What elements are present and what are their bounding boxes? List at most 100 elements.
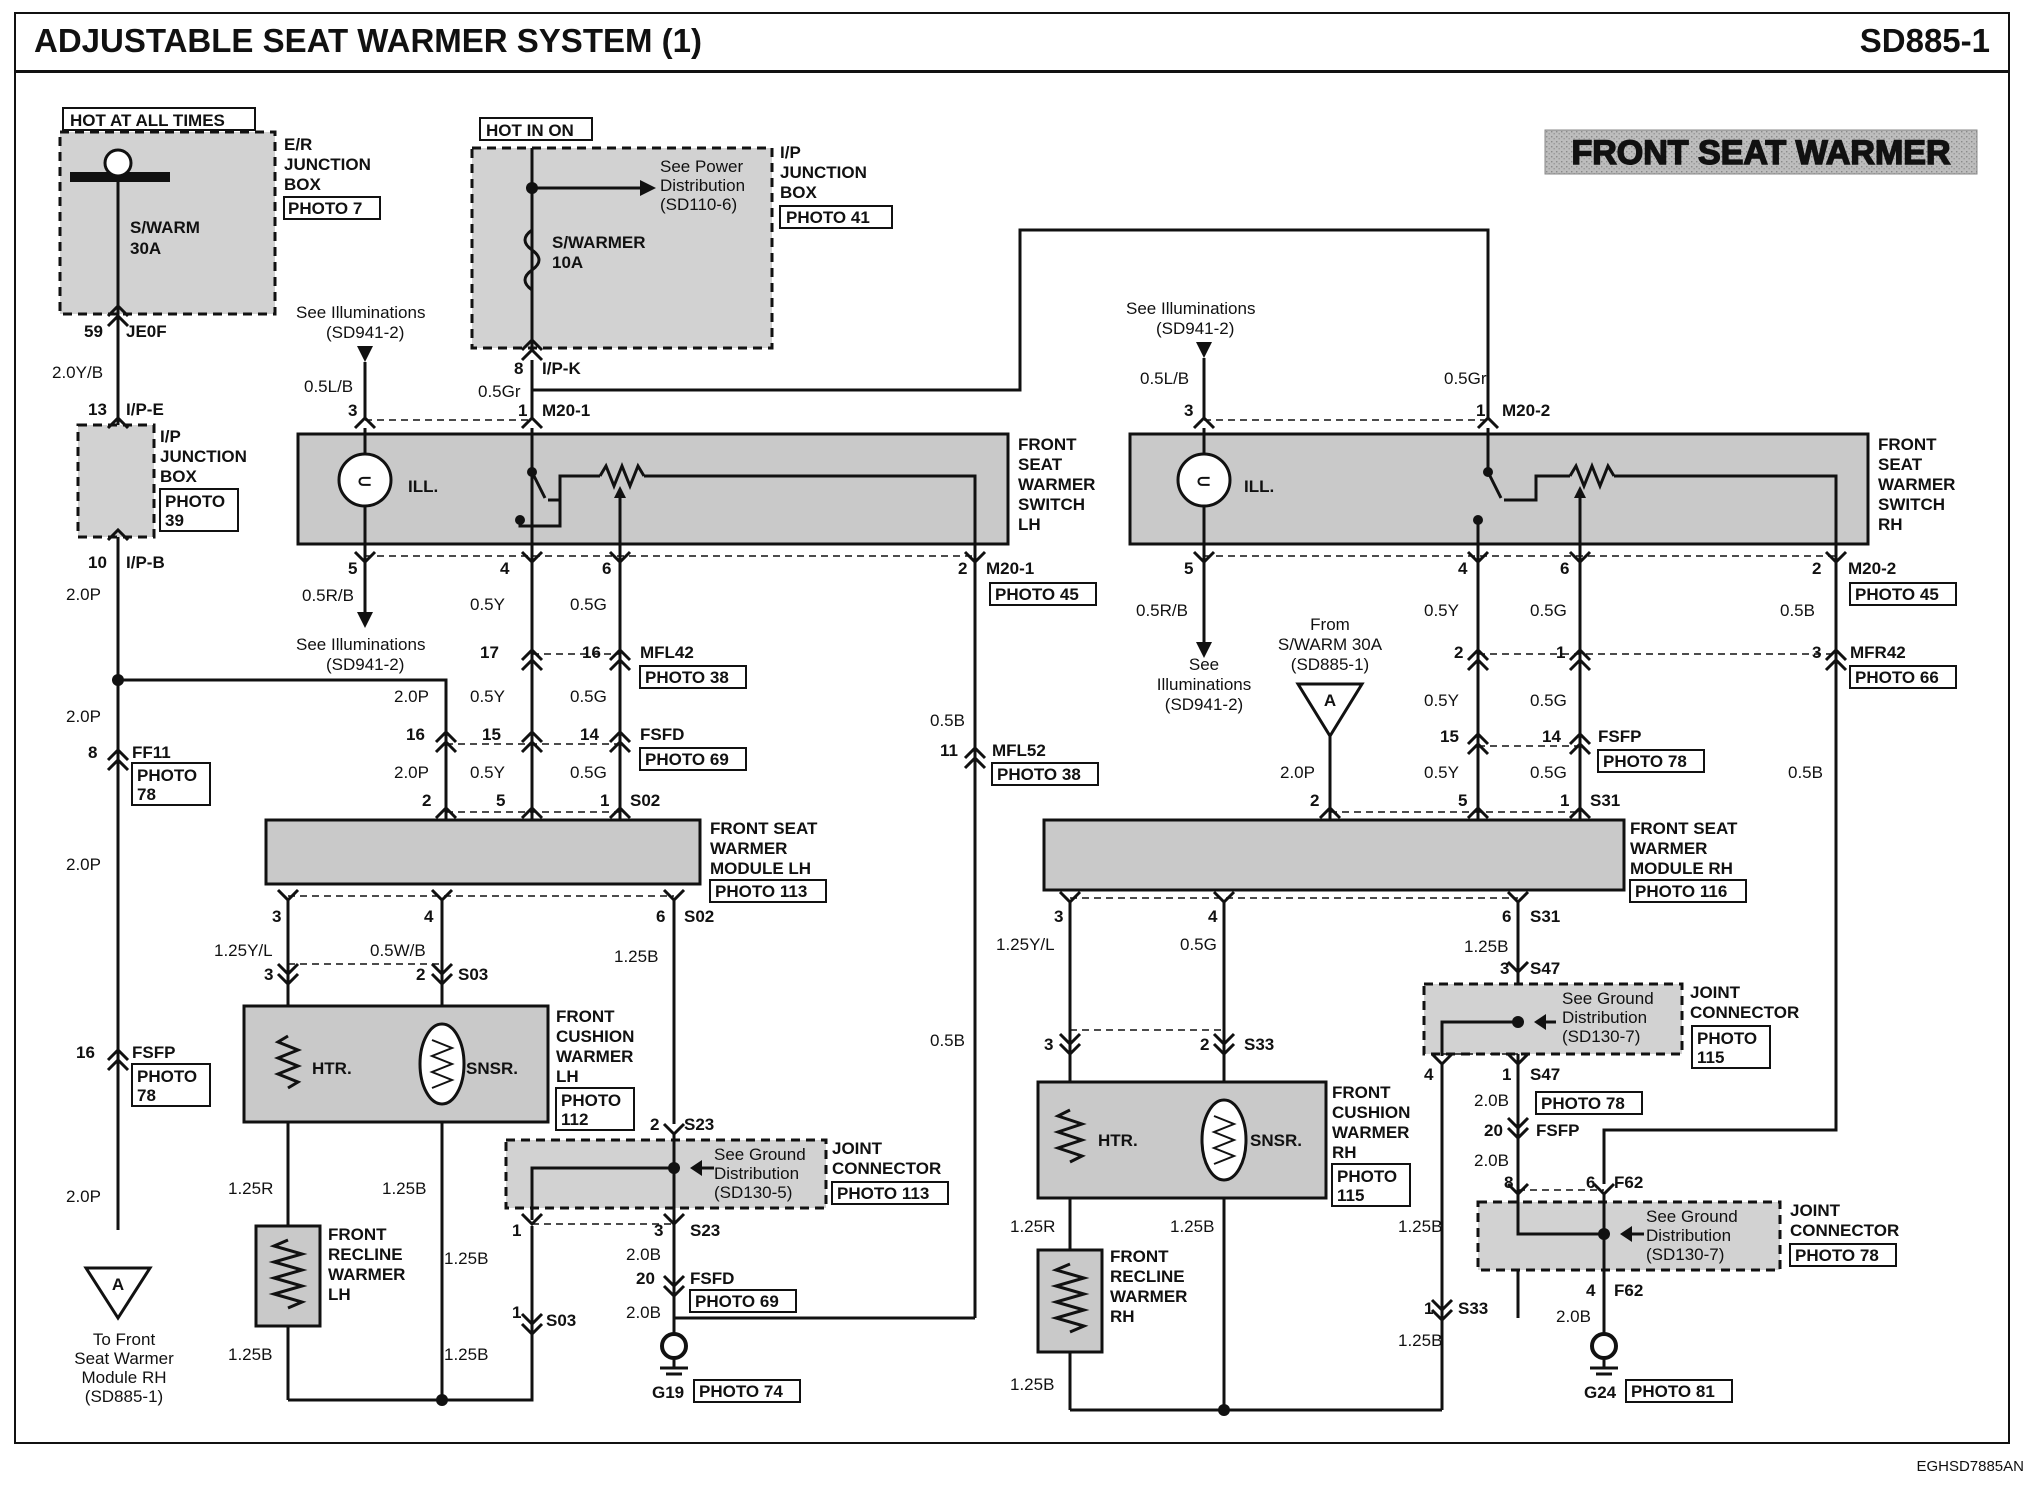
rhm-s33: S33 — [1244, 1035, 1274, 1054]
fsfp-label: FSFP — [132, 1043, 175, 1062]
rhm-s47b: S47 — [1530, 1065, 1560, 1084]
lhm-name-3: MODULE LH — [710, 859, 811, 878]
rh-wire-05y2: 0.5Y — [1424, 691, 1459, 710]
rh-wire-20p: 2.0P — [1280, 763, 1315, 782]
g19-photo: PHOTO 74 — [699, 1382, 783, 1401]
ff11-photo-1: PHOTO — [137, 766, 197, 785]
g24-label: G24 — [1584, 1383, 1617, 1402]
left-feed-wire: 59 JE0F 2.0Y/B 13 I/P-E I/P JUNCTION BOX… — [52, 303, 448, 1406]
rh-sw-pin-5: 5 — [1184, 559, 1193, 578]
rh-see-ill-bot-3: (SD941-2) — [1165, 695, 1243, 714]
lh-wire-05b: 0.5B — [930, 711, 965, 730]
rhm-pin-3b: 3 — [1500, 959, 1509, 978]
lhm-photo: PHOTO 113 — [715, 882, 807, 901]
rh-module: 2 5 1 S31 FRONT SEAT WARMER MODULE RH PH… — [996, 791, 1899, 1416]
rh-lamp-icon: ⊂ — [1196, 471, 1211, 491]
rh-switch-name-3: WARMER — [1878, 475, 1955, 494]
rh-sw-pin-6: 6 — [1560, 559, 1569, 578]
ipb-label: I/P-B — [126, 553, 165, 572]
lhm-s23b: S23 — [690, 1221, 720, 1240]
rh-switch-name-5: RH — [1878, 515, 1903, 534]
rhm-wire-125r: 1.25R — [1010, 1217, 1055, 1236]
rh-cushion-photo-2: 115 — [1337, 1186, 1364, 1205]
rhm-pin-1: 1 — [1560, 791, 1569, 810]
lhm-pin-2: 2 — [422, 791, 431, 810]
rh-switch-name-4: SWITCH — [1878, 495, 1945, 514]
rhm-pin-2: 2 — [1310, 791, 1319, 810]
lhm-wire-125b2: 1.25B — [382, 1179, 426, 1198]
ip-box1-label-2: JUNCTION — [160, 447, 247, 466]
rh-wire-05gr: 0.5Gr — [1444, 369, 1487, 388]
rh-wire-05y: 0.5Y — [1424, 601, 1459, 620]
to-front-2: Seat Warmer — [74, 1349, 174, 1368]
lh-see-ground-1: See Ground — [714, 1145, 806, 1164]
lh-cushion-4: LH — [556, 1067, 579, 1086]
rh-sw-pin-4: 4 — [1458, 559, 1468, 578]
lh-pin-1: 1 — [518, 401, 527, 420]
ff11-photo-2: 78 — [137, 785, 156, 804]
rh-fsfp-label: FSFP — [1598, 727, 1641, 746]
lhm-wire-125yl: 1.25Y/L — [214, 941, 273, 960]
rhm-s31b: S31 — [1530, 907, 1560, 926]
lh-recline-2: RECLINE — [328, 1245, 403, 1264]
er-junction-box: HOT AT ALL TIMES S/WARM 30A E/R JUNCTION… — [58, 107, 381, 316]
ip-box-1: I/P — [780, 143, 801, 162]
rhm-wire-125b2: 1.25B — [1170, 1217, 1214, 1236]
lhm-s03: S03 — [458, 965, 488, 984]
fuse-swarmer-2: 10A — [552, 253, 583, 272]
mfl52-label: MFL52 — [992, 741, 1046, 760]
lhm-pin-3b: 3 — [264, 965, 273, 984]
lh-ill-label: ILL. — [408, 477, 438, 496]
rhm-s31: S31 — [1590, 791, 1620, 810]
rhm-wire-125yl: 1.25Y/L — [996, 935, 1055, 954]
lhm-snsr: SNSR. — [466, 1059, 518, 1078]
ip-box1-label-1: I/P — [160, 427, 181, 446]
rhm-pin-8: 8 — [1504, 1173, 1513, 1192]
lhm-wire-125b4: 1.25B — [228, 1345, 272, 1364]
rhm-pin-3: 3 — [1054, 907, 1063, 926]
rhm-pin-5: 5 — [1458, 791, 1467, 810]
to-front-1: To Front — [93, 1330, 156, 1349]
lhm-wire-125r: 1.25R — [228, 1179, 273, 1198]
lh-pin-17: 17 — [480, 643, 499, 662]
lh-wire-05g2: 0.5G — [570, 687, 607, 706]
lh-joint-2: CONNECTOR — [832, 1159, 941, 1178]
lh-sw-pin-2: 2 — [958, 559, 967, 578]
connector-a-left: A — [112, 1275, 124, 1294]
pin-13: 13 — [88, 400, 107, 419]
rhm-photo: PHOTO 116 — [1635, 882, 1727, 901]
wire-20p-c: 2.0P — [66, 855, 101, 874]
rh-cushion-4: RH — [1332, 1143, 1357, 1162]
rh-sw-pin-2: 2 — [1812, 559, 1821, 578]
rh-see-ground-3: (SD130-7) — [1562, 1027, 1640, 1046]
lhm-htr: HTR. — [312, 1059, 352, 1078]
from-swarm-1: From — [1310, 615, 1350, 634]
lh-see-ground-3: (SD130-5) — [714, 1183, 792, 1202]
er-box-label-2: JUNCTION — [284, 155, 371, 174]
title-bar: ADJUSTABLE SEAT WARMER SYSTEM (1) SD885-… — [14, 12, 2010, 73]
ground-g19-icon — [660, 1332, 688, 1376]
see-power-2: Distribution — [660, 176, 745, 195]
lhm-pin-1b: 1 — [512, 1221, 521, 1240]
rhm-f62b: F62 — [1614, 1281, 1643, 1300]
lhm-pin-4: 4 — [424, 907, 434, 926]
lhm-pin-1: 1 — [600, 791, 609, 810]
lh-wire-05y: 0.5Y — [470, 595, 505, 614]
lh-cushion-2: CUSHION — [556, 1027, 634, 1046]
ff11-label: FF11 — [132, 743, 171, 762]
wire-20p-d: 2.0P — [66, 1187, 101, 1206]
rh-recline-2: RECLINE — [1110, 1267, 1185, 1286]
pin-8-ipk: 8 — [514, 359, 523, 378]
fsfp-photo-2: 78 — [137, 1086, 156, 1105]
rh-wire-05lb: 0.5L/B — [1140, 369, 1189, 388]
fuse-swarm-label-2: 30A — [130, 239, 161, 258]
rh-pin-3b: 3 — [1812, 643, 1821, 662]
rhm-s47: S47 — [1530, 959, 1560, 978]
lhm-pin-2c: 2 — [650, 1115, 659, 1134]
lh-cushion-1: FRONT — [556, 1007, 615, 1026]
rh-wire-05rb: 0.5R/B — [1136, 601, 1188, 620]
lh-pin-15: 15 — [482, 725, 501, 744]
connector-a-right: A — [1324, 691, 1336, 710]
rhm-wire-05g: 0.5G — [1180, 935, 1217, 954]
section-label: FRONT SEAT WARMER — [1544, 129, 1978, 175]
